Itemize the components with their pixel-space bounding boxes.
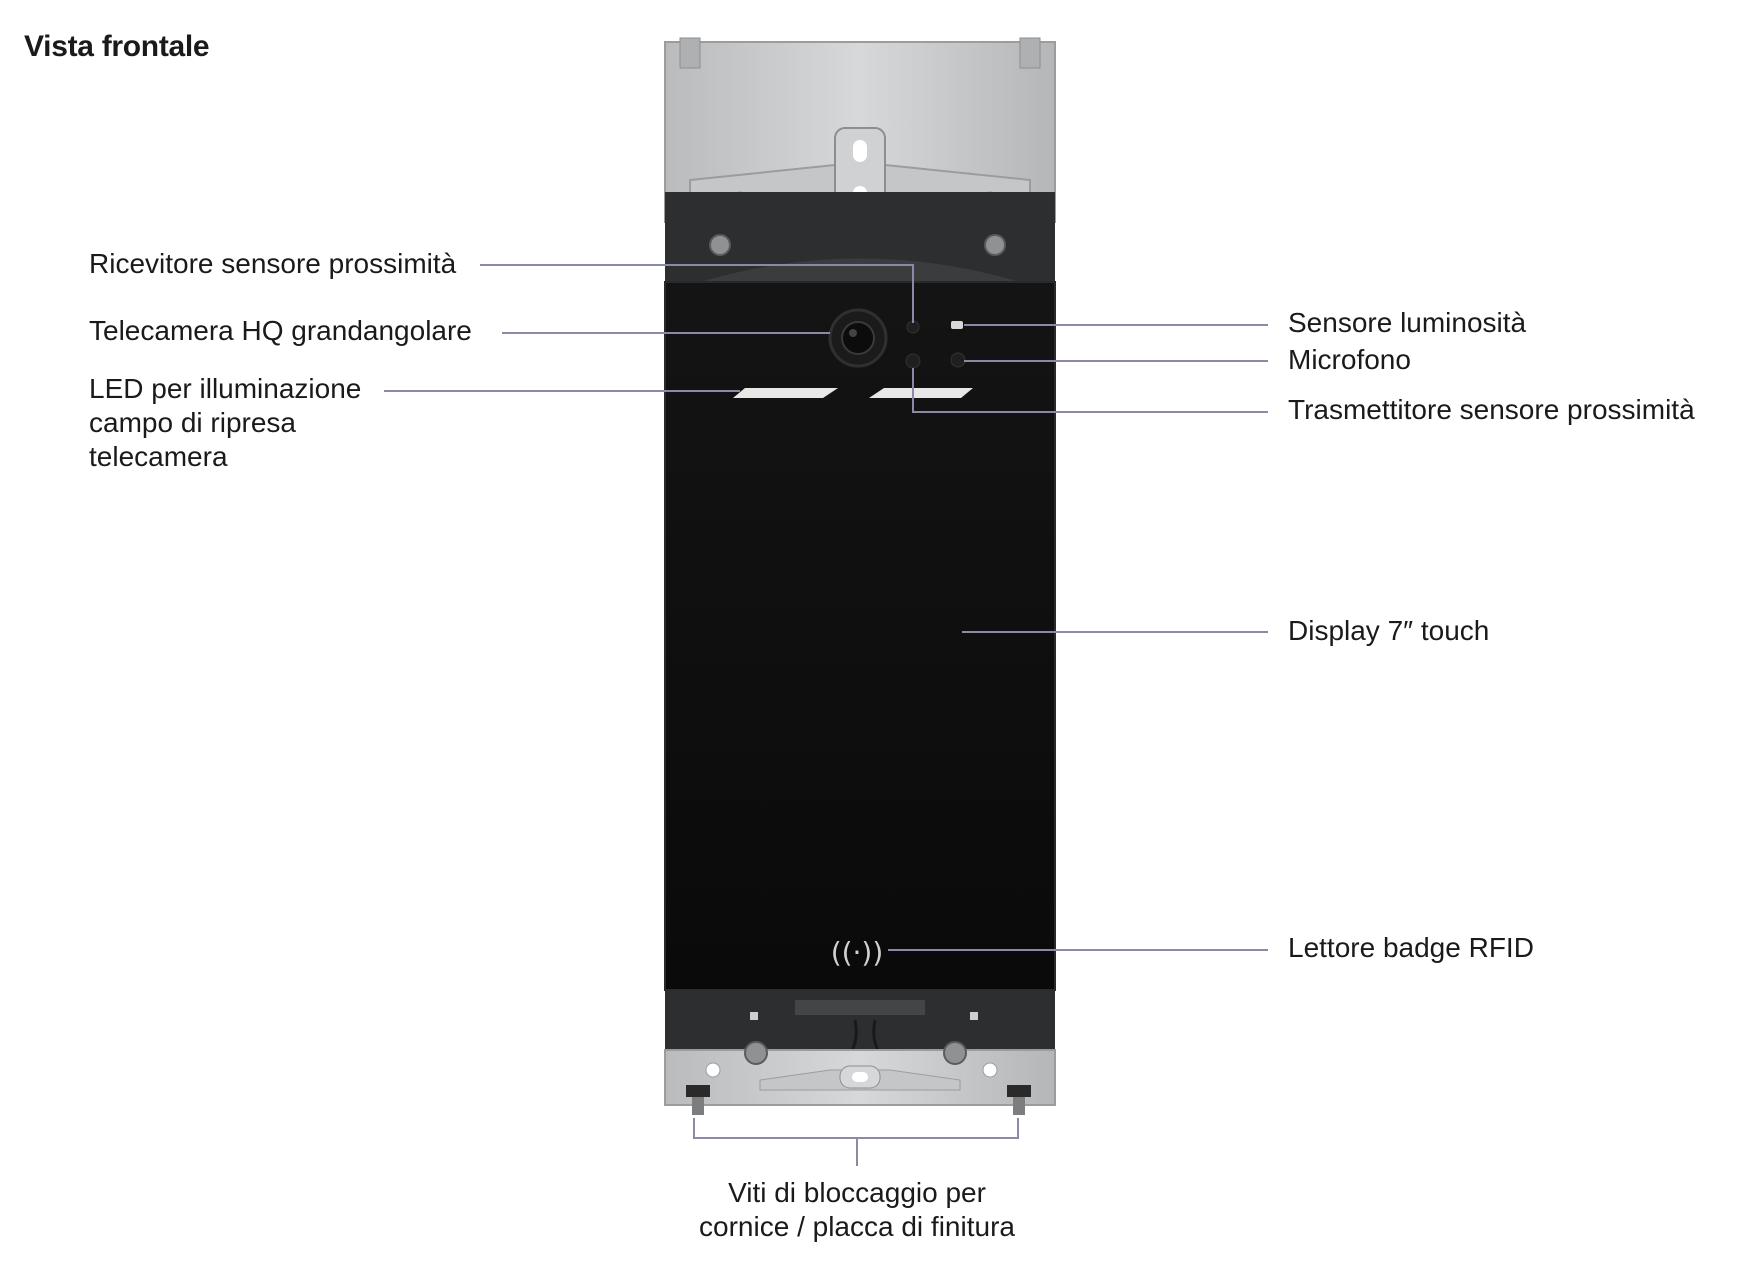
screw-icon <box>984 234 1006 256</box>
label-led-line3: telecamera <box>89 441 228 472</box>
label-viti: Viti di bloccaggio per cornice / placca … <box>647 1176 1067 1244</box>
label-led-line1: LED per illuminazione <box>89 373 362 404</box>
label-ricevitore: Ricevitore sensore prossimità <box>89 248 457 279</box>
page-title: Vista frontale <box>24 30 210 63</box>
locking-screw-right-icon <box>1007 1085 1031 1097</box>
leader-viti <box>693 1118 1019 1139</box>
screw-icon <box>744 1041 768 1065</box>
rfid-icon: ((·)) <box>831 936 884 969</box>
leader-ricevitore <box>480 264 914 323</box>
label-rfid: Lettore badge RFID <box>1288 932 1534 963</box>
label-sensore-luminosita: Sensore luminosità <box>1288 307 1527 338</box>
housing-top <box>665 192 1055 282</box>
label-led: LED per illuminazione campo di ripresa t… <box>89 372 361 474</box>
label-viti-line1: Viti di bloccaggio per <box>728 1177 986 1208</box>
label-display: Display 7″ touch <box>1288 615 1490 646</box>
screw-icon <box>709 234 731 256</box>
screw-icon <box>943 1041 967 1065</box>
locking-screw-left-icon <box>686 1085 710 1097</box>
label-trasmettitore: Trasmettitore sensore prossimità <box>1288 394 1695 425</box>
label-led-line2: campo di ripresa <box>89 407 296 438</box>
label-viti-line2: cornice / placca di finitura <box>699 1211 1015 1242</box>
label-telecamera: Telecamera HQ grandangolare <box>89 315 472 346</box>
light-sensor-icon <box>951 321 963 329</box>
display-panel: ((·)) <box>664 281 1056 991</box>
led-right-icon <box>869 388 973 398</box>
led-left-icon <box>733 388 838 398</box>
label-microfono: Microfono <box>1288 344 1411 375</box>
bottom-mounting-bracket <box>664 1041 1056 1115</box>
leader-trasmettitore <box>912 368 1268 413</box>
